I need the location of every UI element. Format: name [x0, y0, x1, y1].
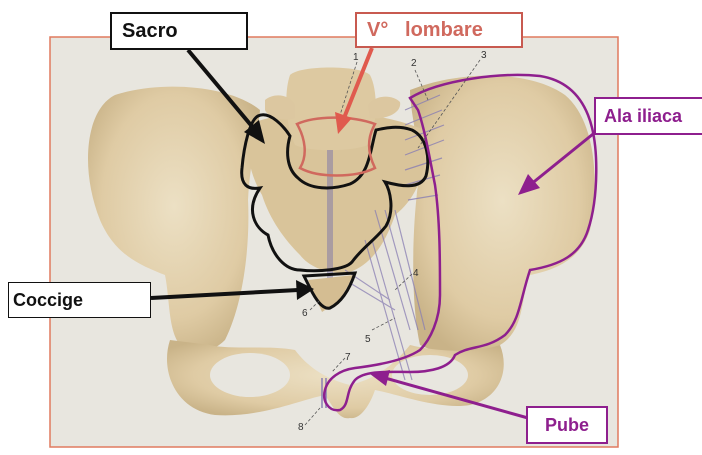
number-7: 7 [345, 352, 351, 363]
number-2: 2 [411, 58, 417, 69]
label-pube-text: Pube [545, 415, 589, 436]
left-obturator-foramen [210, 353, 290, 397]
label-coccige: Coccige [8, 282, 151, 318]
number-1: 1 [353, 52, 359, 63]
label-ala-iliaca: Ala iliaca [594, 97, 702, 135]
number-4: 4 [413, 268, 419, 279]
lumbar-vertebra [286, 68, 375, 151]
label-lombare-text: V° lombare [367, 19, 483, 42]
number-8: 8 [298, 422, 304, 433]
label-sacro: Sacro [110, 12, 248, 50]
label-coccige-text: Coccige [13, 290, 83, 311]
label-pube: Pube [526, 406, 608, 444]
label-ala-iliaca-text: Ala iliaca [604, 106, 682, 127]
number-6: 6 [302, 308, 308, 319]
label-lombare: V° lombare [355, 12, 523, 48]
number-5: 5 [365, 334, 371, 345]
number-3: 3 [481, 50, 487, 61]
label-sacro-text: Sacro [122, 20, 178, 43]
